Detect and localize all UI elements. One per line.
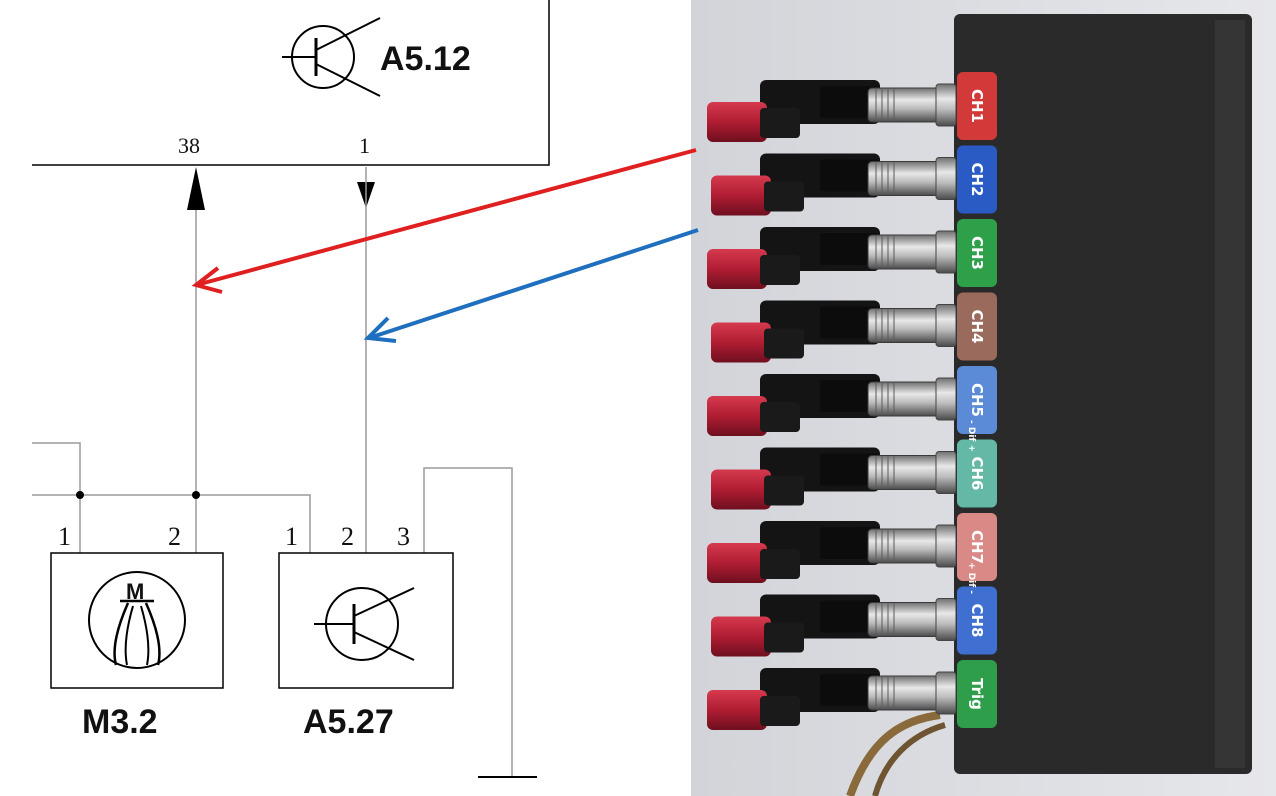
channel-label-ch8: CH8 [968, 604, 986, 638]
cable [846, 711, 941, 796]
pin-label-m32-2: 2 [168, 522, 181, 551]
motor-icon [88, 571, 186, 669]
schematic: A5.12 38 1 1 2 1 2 3 [32, 0, 550, 778]
probe-arrow-ch2-head [363, 316, 397, 343]
diff-label-ch7-ch8: + Dif - [966, 562, 976, 594]
junction-dot [192, 491, 200, 499]
top-module-box [32, 0, 550, 166]
lower-module-box [278, 552, 454, 689]
probe-arrow-ch2 [371, 228, 699, 339]
motor-module-label: M3.2 [82, 703, 158, 741]
channel-tab-ch6: CH6 [957, 439, 997, 508]
banana-jack-ch8[interactable] [711, 616, 804, 657]
channel-tab-ch1: CH1 [957, 72, 997, 140]
top-module-label: A5.12 [380, 40, 471, 78]
channel-tab-trig: Trig [957, 660, 997, 728]
banana-jack-ch6[interactable] [711, 469, 804, 510]
probe-arrow-ch1-head [191, 266, 223, 294]
probe-arrows [191, 148, 699, 343]
wire-a527-pin3 [423, 467, 513, 777]
pin-label-38: 38 [178, 133, 200, 158]
channel-tab-ch4: CH4 [957, 292, 997, 361]
channel-label-ch6: CH6 [968, 457, 986, 491]
pin-label-a527-3: 3 [397, 522, 410, 551]
pin-label-a527-2: 2 [341, 522, 354, 551]
wire-left-upper [32, 442, 81, 553]
banana-jack-ch2[interactable] [711, 175, 804, 216]
motor-module-box [50, 552, 224, 689]
channel-label-ch7: CH7 [968, 530, 986, 564]
channel-label-ch5: CH5 [968, 383, 986, 417]
channel-label-ch3: CH3 [968, 236, 986, 270]
channel-label-ch1: CH1 [968, 89, 986, 123]
pin-label-1-top: 1 [359, 133, 370, 158]
channel-label-ch2: CH2 [968, 163, 986, 197]
channel-tab-ch3: CH3 [957, 219, 997, 287]
junction-dot [76, 491, 84, 499]
wire-to-a527-pin1 [196, 494, 311, 553]
banana-jack-trig[interactable] [707, 690, 800, 730]
motor-symbol-letter: M [126, 579, 144, 604]
banana-jack-ch4[interactable] [711, 322, 804, 363]
channel-tab-ch8: CH8 [957, 586, 997, 655]
banana-jack-ch7[interactable] [707, 543, 800, 583]
bnc-connector-ch3 [760, 227, 957, 274]
lower-module-label: A5.27 [303, 703, 394, 741]
channel-tab-ch7: CH7 [957, 513, 997, 581]
diff-label-ch5-ch6: - Dif + [966, 420, 976, 452]
device-body-highlight [1215, 20, 1245, 768]
channel-label-trig: Trig [968, 678, 986, 710]
banana-jack-ch1[interactable] [707, 102, 800, 142]
pin-label-m32-1: 1 [58, 522, 71, 551]
transistor-icon [314, 587, 415, 661]
channel-tab-ch5: CH5 [957, 366, 997, 434]
transistor-icon [282, 17, 381, 97]
connector-rack [707, 80, 957, 730]
channel-tab-ch2: CH2 [957, 145, 997, 214]
banana-jack-ch3[interactable] [707, 249, 800, 289]
output-arrow [187, 167, 205, 210]
banana-jack-ch5[interactable] [707, 396, 800, 436]
cable [872, 722, 946, 796]
channel-label-ch4: CH4 [968, 310, 986, 344]
device-body [954, 14, 1252, 774]
probe-arrow-ch1 [199, 148, 697, 286]
pin-label-a527-1: 1 [285, 522, 298, 551]
